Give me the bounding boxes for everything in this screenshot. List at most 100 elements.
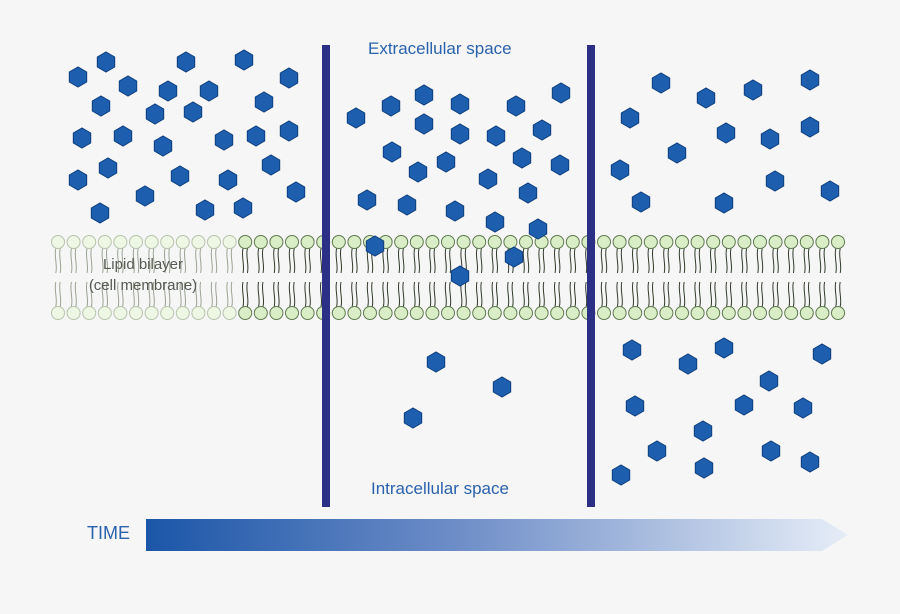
hexagon-molecule-icon (145, 103, 165, 125)
extracellular-label: Extracellular space (368, 39, 512, 58)
hexagon-molecule-icon (622, 339, 642, 361)
phospholipid-icon (191, 235, 206, 320)
hexagon-molecule-icon (696, 87, 716, 109)
hexagon-molecule-icon (261, 154, 281, 176)
phospholipid-icon (269, 235, 284, 320)
hexagon-molecule-icon (793, 397, 813, 419)
hexagon-molecule-icon (408, 161, 428, 183)
phospholipid-icon (706, 235, 721, 320)
hexagon-molecule-icon (759, 370, 779, 392)
hexagon-molecule-icon (761, 440, 781, 462)
hexagon-molecule-icon (551, 82, 571, 104)
hexagon-molecule-icon (445, 200, 465, 222)
hexagon-molecule-icon (68, 169, 88, 191)
lipid-bilayer-label: Lipid bilayer (102, 256, 184, 273)
time-divider (587, 45, 595, 507)
hexagon-molecule-icon (667, 142, 687, 164)
hexagon-molecule-icon (450, 265, 470, 287)
phospholipid-icon (300, 235, 315, 320)
hexagon-molecule-icon (512, 147, 532, 169)
hexagon-molecule-icon (199, 80, 219, 102)
hexagon-molecule-icon (170, 165, 190, 187)
hexagon-molecule-icon (506, 95, 526, 117)
phospholipid-icon (690, 235, 705, 320)
phospholipid-icon (409, 235, 424, 320)
hexagon-molecule-icon (528, 218, 548, 240)
phospholipid-icon (82, 235, 97, 320)
phospholipid-icon (144, 235, 159, 320)
hexagon-molecule-icon (113, 125, 133, 147)
hexagon-molecule-icon (118, 75, 138, 97)
phospholipid-icon (659, 235, 674, 320)
phospholipid-icon (597, 235, 611, 320)
hexagon-molecule-icon (96, 51, 116, 73)
hexagon-molecule-icon (550, 154, 570, 176)
hexagon-molecule-icon (414, 113, 434, 135)
phospholipid-icon (472, 235, 487, 320)
phospholipid-icon (753, 235, 767, 320)
phospholipid-icon (51, 235, 65, 320)
phospholipid-icon (721, 235, 736, 320)
hexagon-molecule-icon (812, 343, 832, 365)
hexagon-molecule-icon (450, 123, 470, 145)
phospholipid-icon (628, 235, 643, 320)
hexagon-molecule-icon (760, 128, 780, 150)
phospholipid-icon (784, 235, 799, 320)
hexagon-molecule-icon (234, 49, 254, 71)
phospholipid-icon (441, 235, 455, 320)
phospholipid-icon (97, 235, 112, 320)
hexagon-molecule-icon (620, 107, 640, 129)
hexagon-molecule-icon (135, 185, 155, 207)
hexagon-molecule-icon (532, 119, 552, 141)
hexagon-molecule-icon (68, 66, 88, 88)
hexagon-molecule-icon (765, 170, 785, 192)
hexagon-molecule-icon (91, 95, 111, 117)
hexagon-molecule-icon (485, 211, 505, 233)
time-label: TIME (87, 523, 130, 543)
hexagon-molecule-icon (694, 457, 714, 479)
hexagon-molecule-icon (279, 67, 299, 89)
phospholipid-icon (238, 235, 253, 320)
hexagon-molecule-icon (436, 151, 456, 173)
phospholipid-icon (175, 235, 190, 320)
hexagon-molecule-icon (678, 353, 698, 375)
time-divider (322, 45, 330, 507)
hexagon-molecule-icon (743, 79, 763, 101)
hexagon-molecule-icon (346, 107, 366, 129)
phospholipid-icon (565, 235, 580, 320)
phospholipid-icon (113, 235, 128, 320)
hexagon-molecule-icon (518, 182, 538, 204)
hexagon-molecule-icon (246, 125, 266, 147)
hexagon-molecule-icon (647, 440, 667, 462)
phospholipid-icon (425, 235, 440, 320)
hexagon-molecule-icon (478, 168, 498, 190)
phospholipid-icon (207, 235, 221, 320)
cell-membrane-label: (cell membrane) (88, 277, 198, 294)
hexagon-molecule-icon (279, 120, 299, 142)
hexagon-molecule-icon (504, 246, 524, 268)
phospholipid-icon (534, 235, 549, 320)
hexagon-molecule-icon (450, 93, 470, 115)
phospholipid-icon (347, 235, 362, 320)
hexagon-molecule-icon (218, 169, 238, 191)
time-arrow-group (146, 519, 848, 551)
hexagon-molecule-icon (414, 84, 434, 106)
hexagon-molecule-icon (153, 135, 173, 157)
gradient-arrow-icon (146, 519, 848, 551)
phospholipid-icon (253, 235, 268, 320)
hexagon-molecule-icon (734, 394, 754, 416)
phospholipid-icon (129, 235, 143, 320)
phospholipid-icon (799, 235, 814, 320)
hexagon-molecule-icon (820, 180, 840, 202)
hexagon-molecule-icon (714, 337, 734, 359)
hexagon-molecule-icon (651, 72, 671, 94)
hexagon-molecule-icon (214, 129, 234, 151)
hexagon-molecule-icon (176, 51, 196, 73)
hexagon-molecule-icon (382, 141, 402, 163)
hexagon-molecule-icon (357, 189, 377, 211)
phospholipid-icon (285, 235, 299, 320)
phospholipid-icon (394, 235, 409, 320)
intracellular-label: Intracellular space (371, 479, 509, 498)
hexagon-molecule-icon (381, 95, 401, 117)
